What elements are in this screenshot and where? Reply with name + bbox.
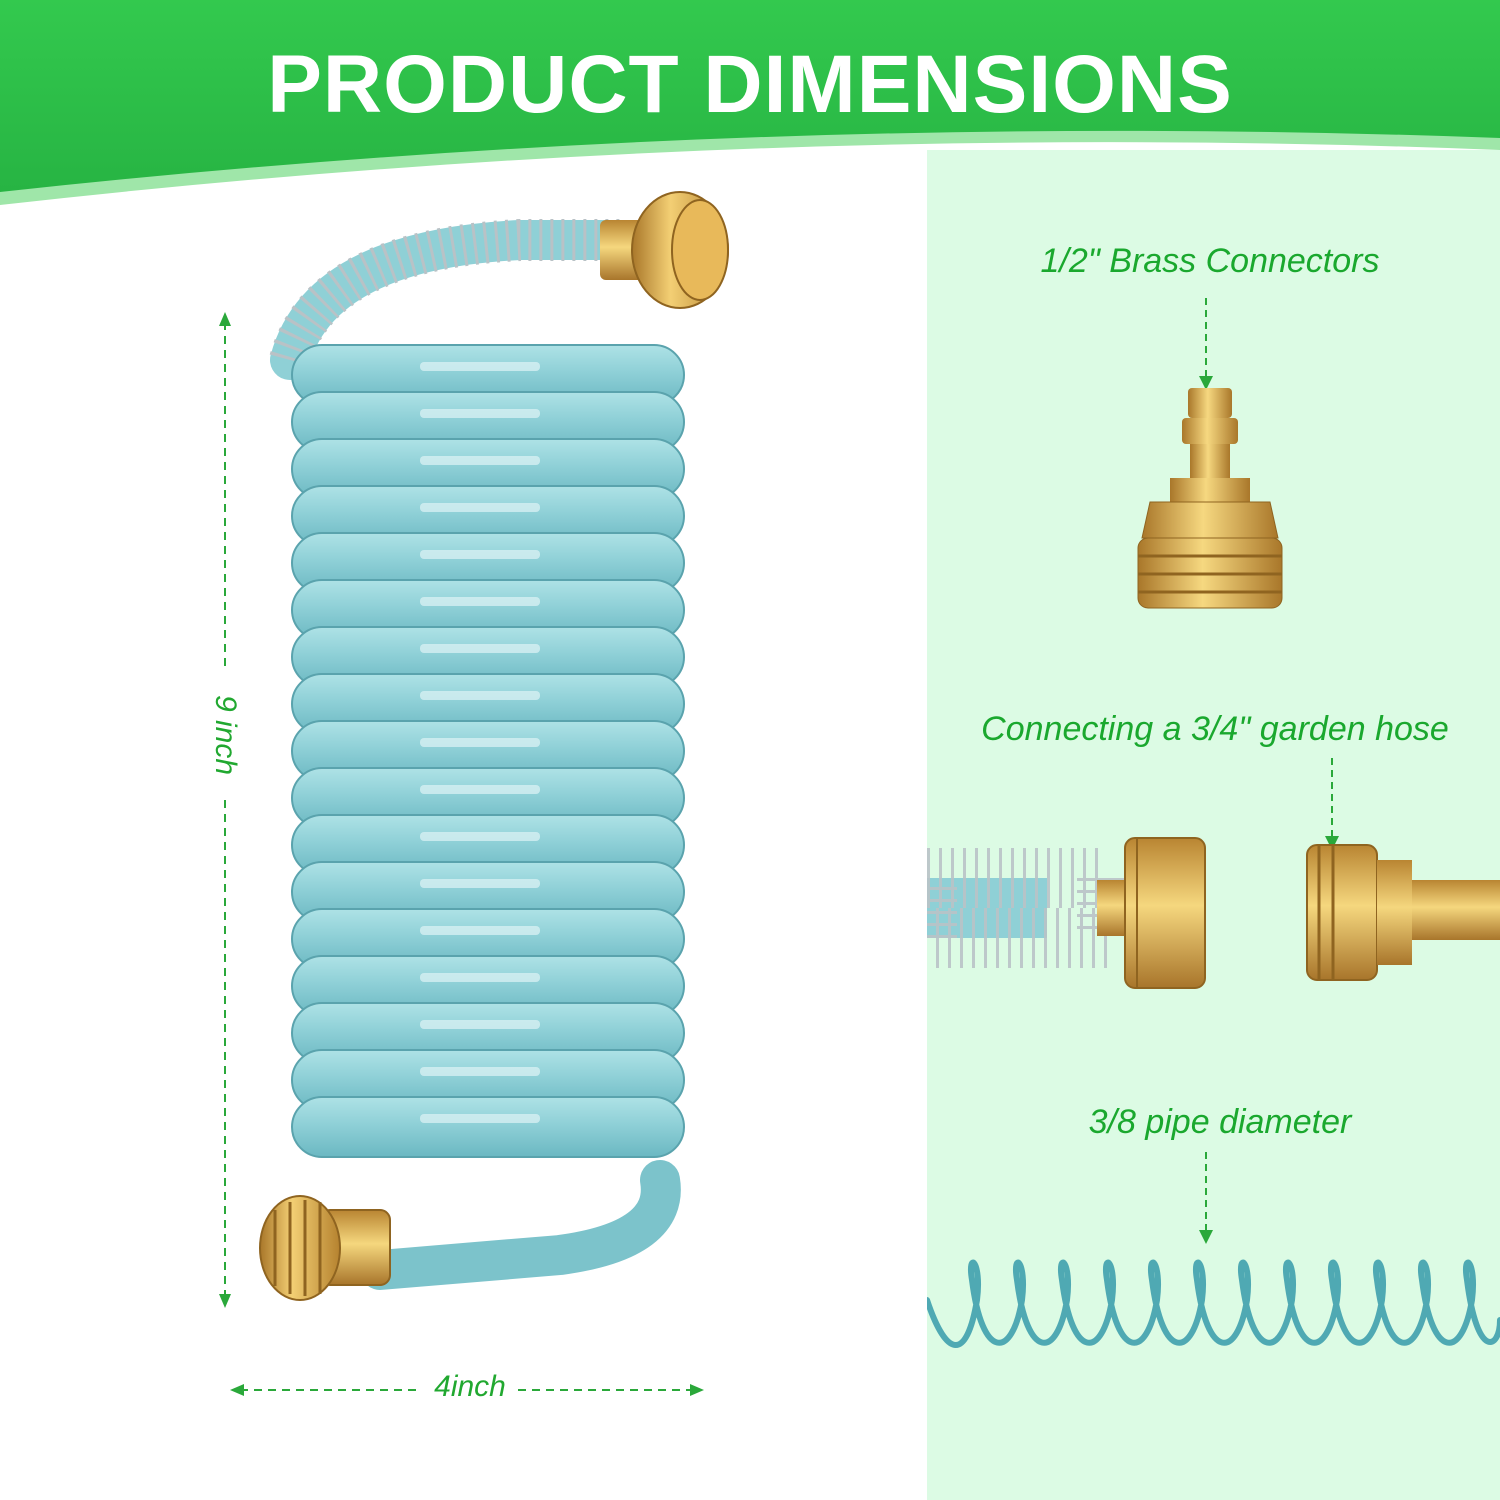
- height-label: 9 inch: [209, 694, 242, 776]
- hose-coils: [291, 344, 685, 1158]
- garden-hose-pointer-arrow: [1325, 758, 1339, 850]
- coiled-hose-image: [259, 191, 729, 1301]
- hose-connection-image: [927, 837, 1500, 989]
- height-dimension-line: [219, 312, 231, 1308]
- width-label: 4inch: [434, 1370, 506, 1403]
- diameter-pointer-arrow: [1199, 1152, 1213, 1244]
- width-dimension-line: [230, 1384, 704, 1396]
- garden-hose-label: Connecting a 3/4" garden hose: [981, 710, 1449, 748]
- brass-connectors-label: 1/2" Brass Connectors: [1040, 242, 1380, 280]
- header-banner: PRODUCT DIMENSIONS: [0, 0, 1500, 215]
- bottom-brass-connector: [259, 1195, 391, 1301]
- header-wave: [0, 0, 1500, 205]
- stretched-coil-image: [927, 1259, 1500, 1348]
- top-brass-connector: [600, 191, 729, 309]
- pipe-diameter-label: 3/8 pipe diameter: [1088, 1103, 1352, 1141]
- brass-adapter-image: [1137, 388, 1283, 609]
- page-title: PRODUCT DIMENSIONS: [267, 39, 1233, 130]
- connector-pointer-arrow: [1199, 298, 1213, 390]
